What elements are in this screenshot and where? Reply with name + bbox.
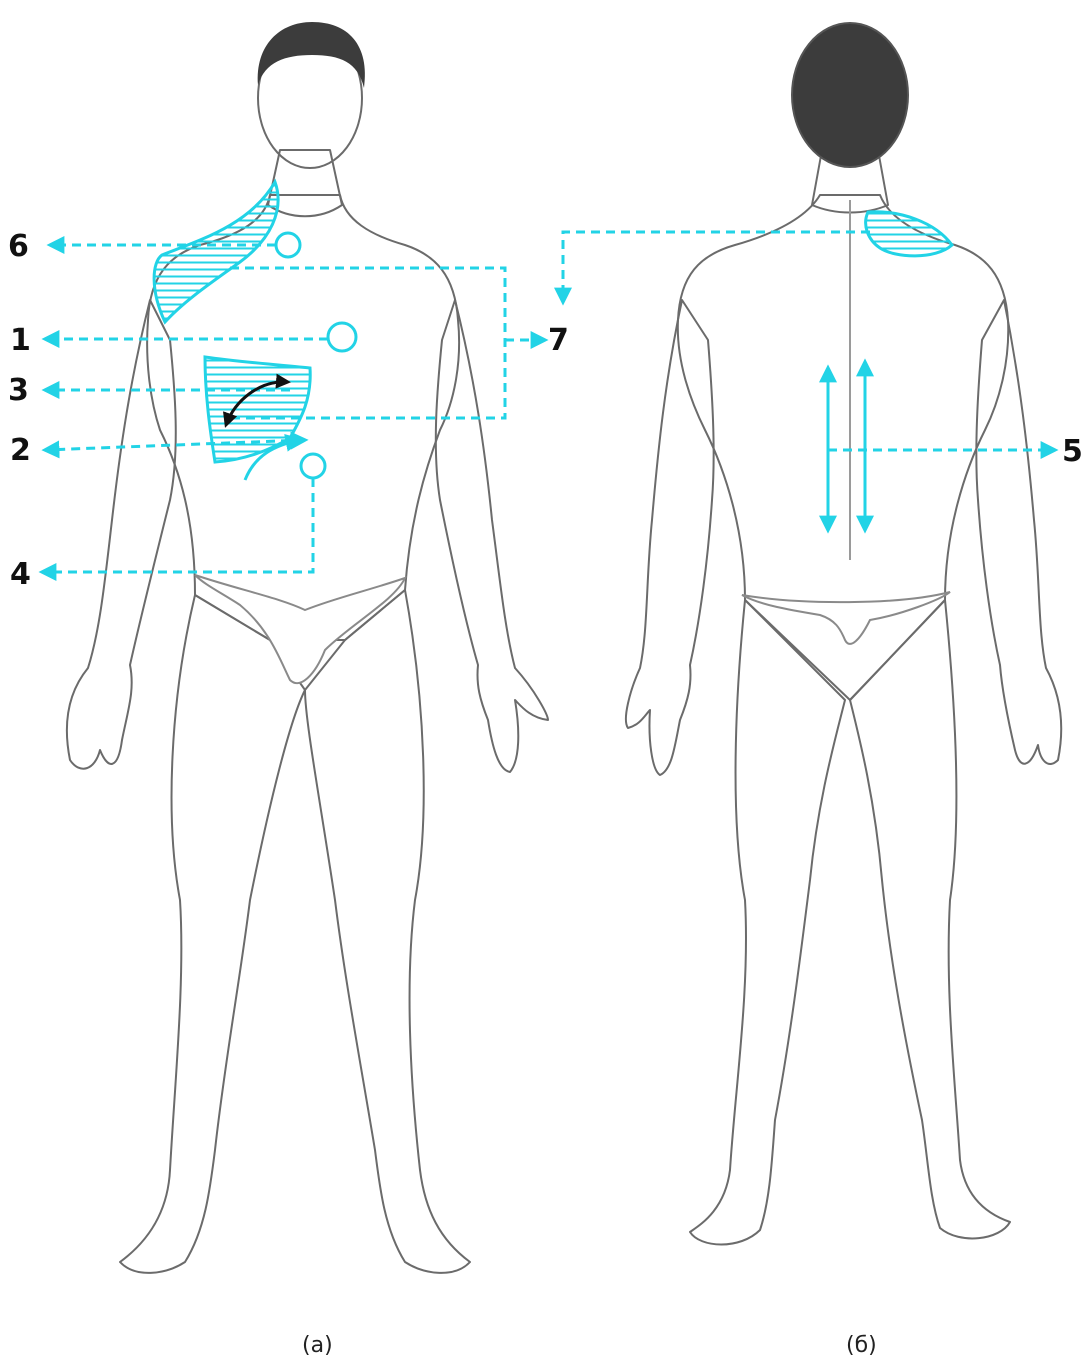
front-underwear <box>195 575 405 683</box>
point-circle-6 <box>276 233 300 257</box>
leader-7-back <box>563 232 870 302</box>
marker-6: 6 <box>8 229 29 264</box>
back-underwear <box>742 592 950 644</box>
hatched-region-3 <box>205 357 310 462</box>
front-left-leg <box>120 595 305 1273</box>
back-right-leg <box>850 600 1010 1238</box>
marker-7: 7 <box>548 323 569 358</box>
front-right-leg <box>305 590 470 1273</box>
front-left-arm <box>67 300 176 769</box>
marker-4: 4 <box>10 557 31 592</box>
front-hair <box>258 22 365 88</box>
point-circle-1 <box>328 323 356 351</box>
hatched-region-6 <box>154 182 278 322</box>
marker-5: 5 <box>1062 434 1083 469</box>
marker-1: 1 <box>10 323 31 358</box>
front-figure <box>67 22 548 1273</box>
marker-2: 2 <box>10 433 31 468</box>
point-circle-4 <box>301 454 325 478</box>
back-left-leg <box>690 600 845 1245</box>
back-left-arm <box>626 300 714 775</box>
hatched-region-7-back <box>866 212 952 256</box>
leader-4 <box>42 478 313 572</box>
caption-back: (б) <box>846 1333 877 1358</box>
back-right-arm <box>976 300 1061 764</box>
marker-3: 3 <box>8 373 29 408</box>
back-head <box>792 23 908 167</box>
caption-front: (a) <box>302 1333 333 1358</box>
back-figure <box>626 23 1061 1245</box>
front-right-arm <box>436 300 548 772</box>
